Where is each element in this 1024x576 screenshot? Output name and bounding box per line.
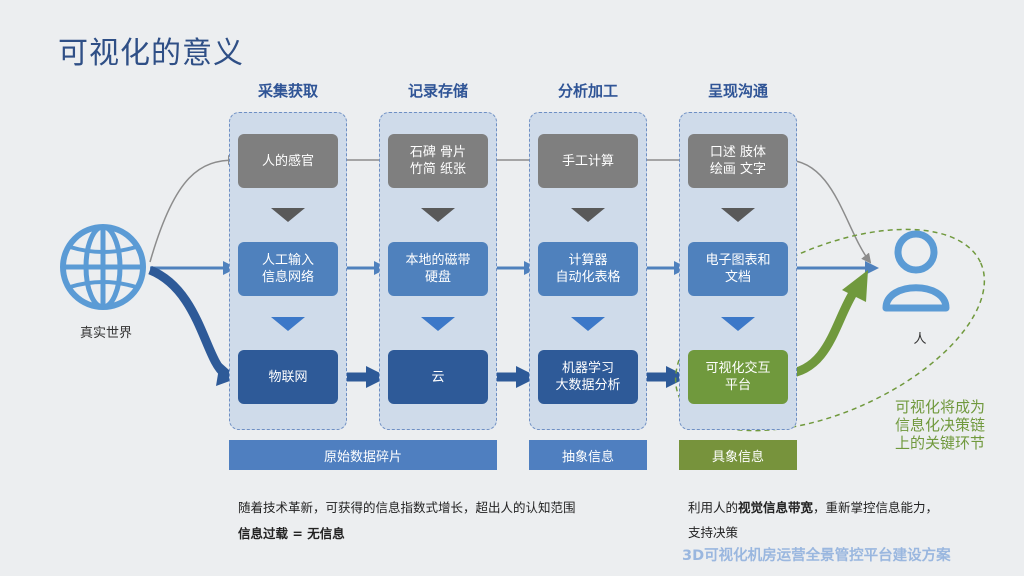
box-human-senses: 人的感官 <box>238 134 338 188</box>
bar-raw-data: 原始数据碎片 <box>229 440 497 470</box>
box-ml-bigdata: 机器学习 大数据分析 <box>538 350 638 404</box>
globe-icon <box>58 222 148 312</box>
bar-abstract-info: 抽象信息 <box>529 440 647 470</box>
note-equals: = <box>288 526 308 541</box>
column-head-collect: 采集获取 <box>257 82 318 100</box>
note-no-info: 无信息 <box>307 526 345 541</box>
page-title: 可视化的意义 <box>58 36 244 71</box>
note-right-line1: 利用人的视觉信息带宽，重新掌控信息能力， <box>688 497 938 516</box>
box-stone-paper: 石碑 骨片 竹简 纸张 <box>388 134 488 188</box>
note-right-bold: 视觉信息带宽 <box>738 500 814 515</box>
box-oral-writing: 口述 肢体 绘画 文字 <box>688 134 788 188</box>
note-right-line2: 支持决策 <box>688 525 739 540</box>
box-iot: 物联网 <box>238 350 338 404</box>
callout-text: 可视化将成为 信息化决策链 上的关键环节 <box>894 398 985 452</box>
note-overload: 信息过载 <box>238 526 289 541</box>
column-head-present: 呈现沟通 <box>707 82 768 100</box>
box-manual-input: 人工输入 信息网络 <box>238 242 338 296</box>
box-manual-calc: 手工计算 <box>538 134 638 188</box>
box-electronic-charts: 电子图表和 文档 <box>688 242 788 296</box>
note-left-line1: 随着技术革新，可获得的信息指数式增长，超出人的认知范围 <box>238 500 576 515</box>
note-right-post: ，重新掌控信息能力， <box>813 500 939 515</box>
box-cloud: 云 <box>388 350 488 404</box>
person-label: 人 <box>913 332 927 347</box>
world-label: 真实世界 <box>79 326 132 341</box>
footer-title: 3D可视化机房运营全景管控平台建设方案 <box>682 548 951 564</box>
box-vis-platform: 可视化交互 平台 <box>688 350 788 404</box>
column-head-analyze: 分析加工 <box>557 82 618 100</box>
note-right-pre: 利用人的 <box>688 500 739 515</box>
gray-curve-out <box>785 159 872 264</box>
box-local-disk: 本地的磁带 硬盘 <box>388 242 488 296</box>
bar-concrete-info: 具象信息 <box>679 440 797 470</box>
gray-curve-in <box>149 155 238 263</box>
column-head-store: 记录存储 <box>407 82 468 100</box>
box-calculator: 计算器 自动化表格 <box>538 242 638 296</box>
note-left-line2: 信息过载 = 无信息 <box>238 523 345 542</box>
person-icon <box>880 226 952 312</box>
